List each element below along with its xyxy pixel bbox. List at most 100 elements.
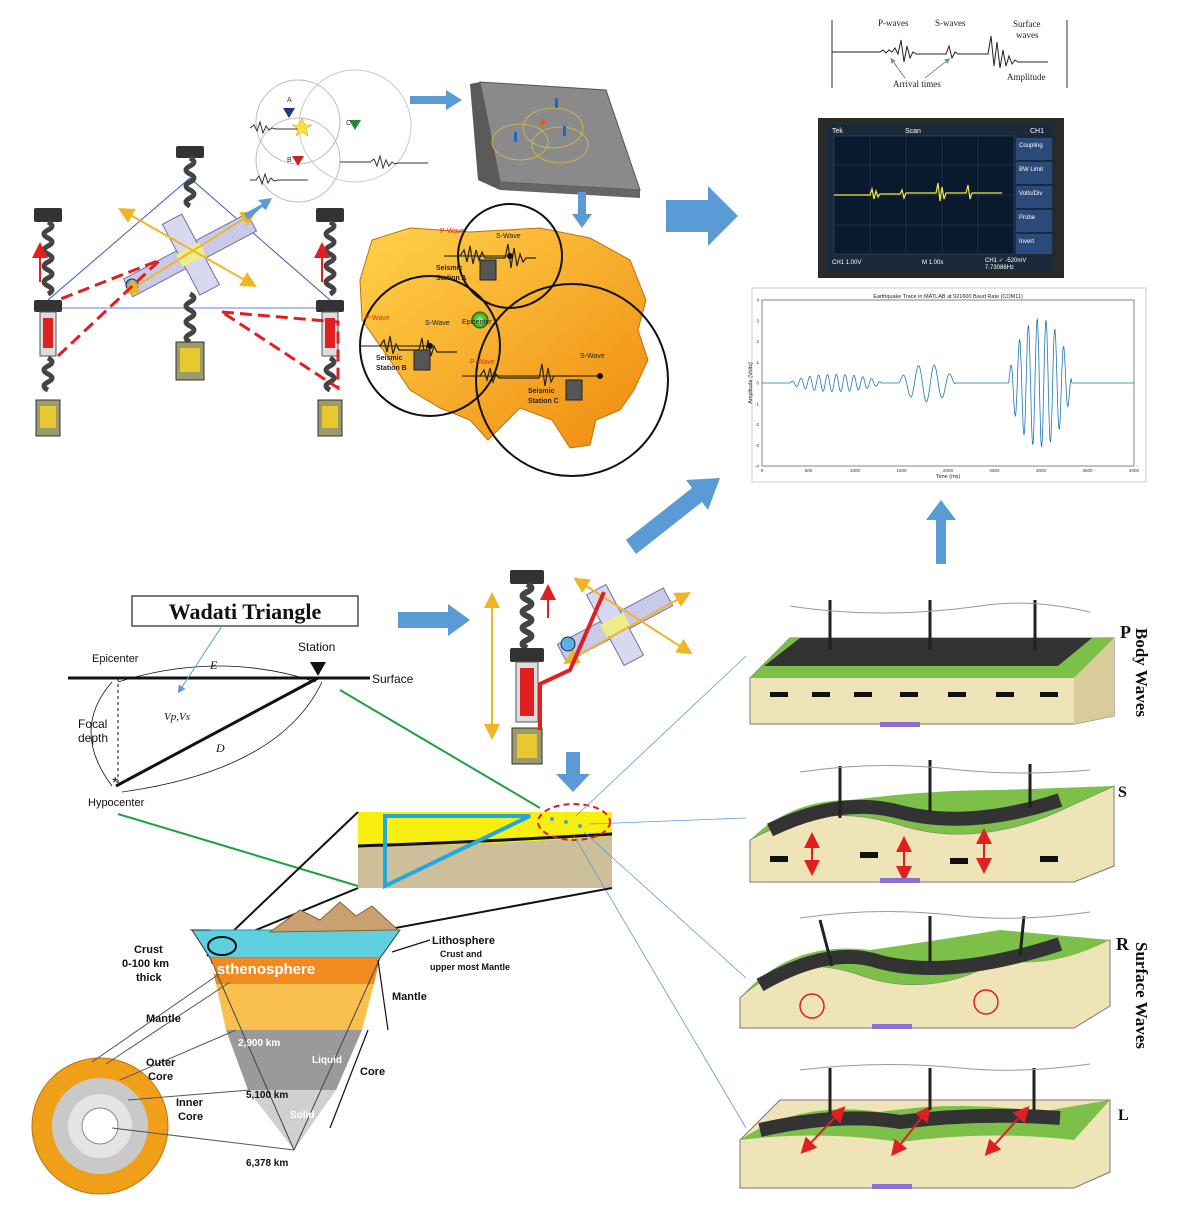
lithosphere-label-1: Lithosphere	[432, 935, 495, 947]
crust-label-2: 0-100 km	[122, 958, 169, 970]
map-station-b-1: Seismic	[376, 355, 403, 362]
wadati-surface-label: Surface	[372, 672, 414, 686]
scope-channel: CH1	[1030, 128, 1044, 135]
oscilloscope-screen: Tek Scan CH1 Coupling BW Limit Volts/Div…	[818, 118, 1064, 278]
wadati-title-box	[131, 595, 359, 627]
station-c-marker	[349, 120, 361, 130]
map-p-wave-1: P-Wave	[440, 228, 465, 235]
seismometer-device-2	[484, 570, 693, 765]
arrow-to-plot	[626, 478, 720, 554]
s-waves-label: S-waves	[935, 18, 966, 28]
map-epicenter: Epicenter	[462, 319, 492, 326]
map-p-wave-3: P-Wave	[470, 359, 495, 366]
wadati-d-label: D	[215, 741, 225, 755]
plot-xtick-label: 1000	[850, 468, 861, 473]
flow-arrows	[244, 90, 956, 792]
arrow-to-terrain	[410, 90, 462, 110]
wadati-focal-depth-2: depth	[78, 731, 108, 745]
scope-menu: Coupling BW Limit Volts/Div Probe Invert	[1016, 138, 1052, 254]
scope-menu-volts-div: Volts/Div	[1019, 191, 1042, 197]
plot-xtick-label: 2000	[943, 468, 954, 473]
scope-brand: Tek	[832, 128, 843, 135]
wadati-vpvs-label: Vp,Vs	[164, 711, 190, 723]
outer-core-label-2: Core	[148, 1071, 173, 1083]
surface-waves-label-1: Surface	[1013, 19, 1040, 29]
core-label: Core	[360, 1066, 385, 1078]
amplitude-label: Amplitude	[1007, 72, 1046, 82]
station-triangle-icon	[310, 662, 326, 676]
hypocenter-station-line	[115, 676, 319, 788]
outer-core-label-1: Outer	[146, 1057, 176, 1069]
map-station-b-2: Station B	[376, 365, 407, 372]
wadati-station-label: Station	[298, 640, 335, 654]
map-station-a-1: Seismic	[436, 265, 463, 272]
station-c-label: C	[346, 120, 351, 127]
trace-b	[250, 172, 308, 186]
trace-c	[340, 154, 428, 170]
trace-a	[249, 120, 300, 135]
seismometer-device-1	[32, 146, 344, 437]
map-station-a-2: Station A	[436, 275, 466, 282]
station-a-label: A	[287, 97, 292, 104]
arrow-to-map	[572, 192, 592, 228]
arrow-up-from-waves	[926, 500, 956, 564]
arrow-to-crust	[556, 752, 590, 792]
wadati-triangle: Wadati Triangle * Station Epicenter Surf…	[68, 595, 541, 887]
arrow-to-device-2	[398, 604, 470, 636]
station-b-label: B	[287, 157, 292, 164]
wave-label-l: L	[1118, 1107, 1129, 1124]
s-wave-block	[749, 760, 1115, 883]
map-station-c-2: Station C	[528, 398, 559, 405]
wadati-hypocenter-label: Hypocenter	[88, 797, 145, 809]
plot-ytick-label: 4	[756, 298, 759, 303]
depth-6378-label: 6,378 km	[246, 1158, 288, 1169]
lithosphere-label-3: upper most Mantle	[430, 962, 510, 972]
r-wave-block	[739, 910, 1111, 1029]
scope-menu-coupling: Coupling	[1019, 143, 1043, 149]
p-wave-block	[749, 600, 1115, 727]
plot-xtick-label: 3000	[1036, 468, 1047, 473]
wadati-epicenter-label: Epicenter	[92, 653, 139, 665]
hypocenter-asterisk: *	[112, 775, 118, 792]
map-s-wave-2: S-Wave	[425, 320, 450, 327]
plot-ylabel: Amplitude (Volts)	[748, 362, 754, 404]
scope-mode: Scan	[905, 128, 921, 135]
plot-ytick-label: -2	[755, 422, 759, 427]
wave-label-r: R	[1116, 934, 1130, 954]
plot-frame	[751, 287, 1147, 483]
inner-core-label-2: Core	[178, 1111, 203, 1123]
plot-ytick-label: -1	[755, 401, 759, 406]
wave-blocks: P S R L Body Waves Surface Waves	[739, 600, 1151, 1189]
crust-closeup	[206, 655, 747, 1129]
triangulation-circles: A B C	[249, 69, 428, 203]
crust-label-1: Crust	[134, 944, 163, 956]
p-waves-label: P-waves	[878, 18, 909, 28]
plot-ytick-label: 1	[756, 360, 759, 365]
terrain-block	[470, 81, 641, 198]
solid-label: Solid	[290, 1110, 314, 1121]
plot-xtick-label: 1500	[896, 468, 907, 473]
usa-map: P-Wave S-Wave Seismic Station A P-Wave S…	[359, 203, 669, 477]
plot-series-line	[762, 317, 1134, 448]
scope-bottom-left: CH1 1.00V	[832, 260, 861, 266]
depth-2900-label: 2,900 km	[238, 1038, 280, 1049]
depth-5100-label: 5,100 km	[246, 1090, 288, 1101]
matlab-plot: Earthquake Trace in MATLAB at 921600 Bau…	[748, 287, 1147, 483]
scope-menu-probe: Probe	[1019, 215, 1036, 221]
scope-menu-invert: Invert	[1019, 239, 1034, 245]
plot-xtick-label: 4000	[1129, 468, 1140, 473]
map-p-wave-2: P-Wave	[365, 315, 390, 322]
plot-xtick-label: 0	[761, 468, 764, 473]
map-s-wave-1: S-Wave	[496, 233, 521, 240]
arrow-to-circles	[244, 198, 272, 220]
scope-bottom-right-2: 7.73086Hz	[985, 265, 1014, 271]
plot-ytick-label: 2	[756, 339, 759, 344]
plot-ytick-label: -4	[755, 464, 759, 469]
plot-title: Earthquake Trace in MATLAB at 921600 Bau…	[873, 294, 1023, 300]
station-a-marker	[283, 108, 295, 118]
mantle-left-label: Mantle	[146, 1013, 181, 1025]
scope-trace	[834, 182, 1002, 202]
station-b-marker	[292, 156, 304, 166]
